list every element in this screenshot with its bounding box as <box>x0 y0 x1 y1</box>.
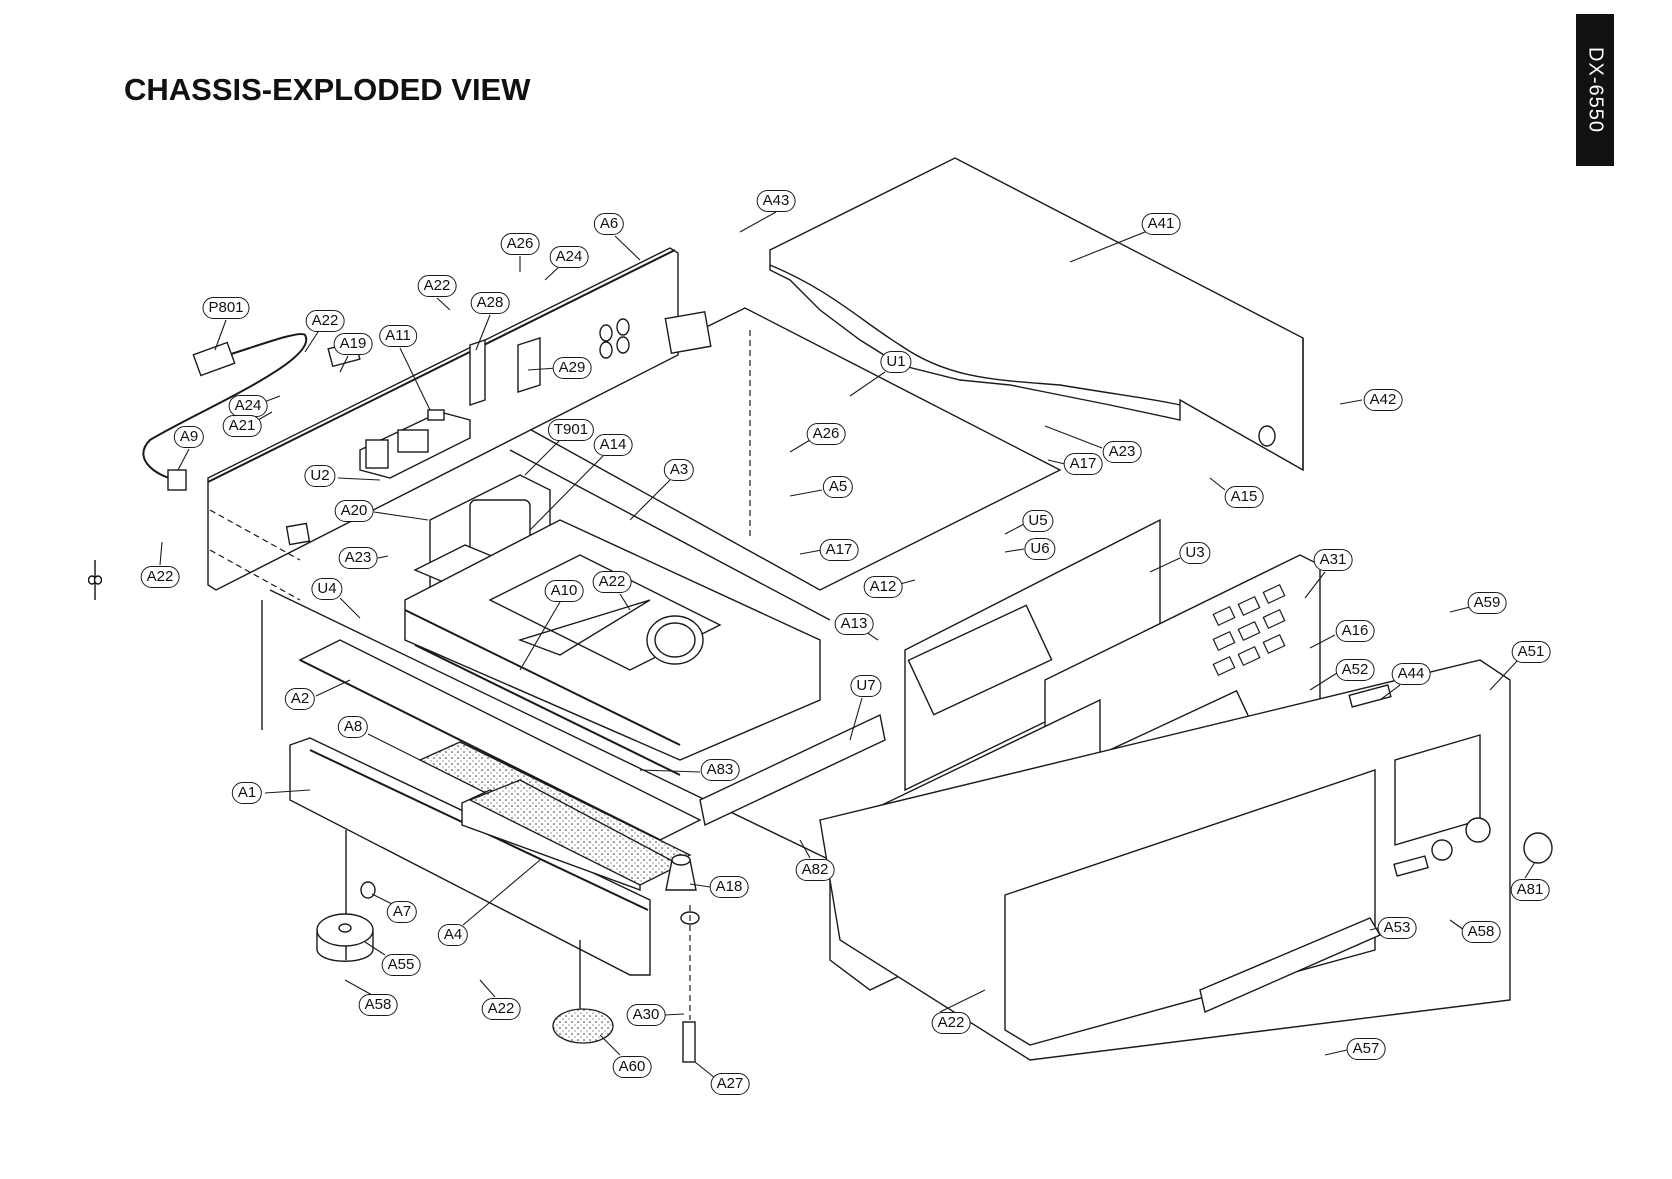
part-callout-a28: A28 <box>470 292 510 314</box>
part-callout-a24a: A24 <box>549 246 589 268</box>
part-callout-a41: A41 <box>1141 213 1181 235</box>
spindle-a18 <box>665 854 700 1063</box>
pcb-u7 <box>699 713 886 827</box>
part-callout-u5: U5 <box>1022 510 1054 532</box>
part-callout-a11: A11 <box>379 325 417 347</box>
part-callout-u1: U1 <box>880 351 912 373</box>
part-callout-a22a: A22 <box>417 275 457 297</box>
part-callout-p801: P801 <box>202 297 250 319</box>
part-callout-a15: A15 <box>1224 486 1264 508</box>
top-cover-a41 <box>769 157 1304 472</box>
power-cord-p801 <box>142 333 308 491</box>
foot-a55 <box>316 913 374 962</box>
part-callout-a58b: A58 <box>358 994 398 1016</box>
part-callout-a2: A2 <box>284 688 316 710</box>
part-callout-a27: A27 <box>710 1073 750 1095</box>
part-callout-u4: U4 <box>311 578 343 600</box>
part-callout-a42: A42 <box>1363 389 1403 411</box>
part-callout-u6: U6 <box>1024 538 1056 560</box>
part-callout-a12: A12 <box>863 576 903 598</box>
part-callout-a57: A57 <box>1346 1038 1386 1060</box>
part-callout-a30: A30 <box>626 1004 666 1026</box>
part-callout-a31: A31 <box>1313 549 1353 571</box>
part-callout-a21: A21 <box>222 415 262 437</box>
part-callout-u7: U7 <box>850 675 882 697</box>
part-callout-a81: A81 <box>1510 879 1550 901</box>
part-callout-a23a: A23 <box>1102 441 1142 463</box>
registration-mark-icon <box>88 560 102 600</box>
page-title: CHASSIS-EXPLODED VIEW <box>124 72 531 107</box>
part-callout-a43: A43 <box>756 190 796 212</box>
part-callout-a20: A20 <box>334 500 374 522</box>
part-callout-a51: A51 <box>1511 641 1551 663</box>
part-callout-a13: A13 <box>834 613 874 635</box>
part-callout-a23b: A23 <box>338 547 378 569</box>
part-callout-a59: A59 <box>1467 592 1507 614</box>
part-callout-a52: A52 <box>1335 659 1375 681</box>
part-callout-a60: A60 <box>612 1056 652 1078</box>
bottom-plate <box>289 737 692 1010</box>
part-callout-a8: A8 <box>337 716 369 738</box>
brackets <box>469 337 541 406</box>
part-callout-a26a: A26 <box>500 233 540 255</box>
part-callout-a5: A5 <box>822 476 854 498</box>
part-callout-a53: A53 <box>1377 917 1417 939</box>
part-callout-a82: A82 <box>795 859 835 881</box>
part-callout-a9: A9 <box>173 426 205 448</box>
chassis-base <box>269 449 831 861</box>
part-callout-u3: U3 <box>1179 542 1211 564</box>
part-callout-a1: A1 <box>231 782 263 804</box>
washer-a7 <box>360 881 376 899</box>
part-callout-a19: A19 <box>333 333 373 355</box>
part-callout-a17a: A17 <box>1063 453 1103 475</box>
part-callout-a55: A55 <box>381 954 421 976</box>
part-callout-a24b: A24 <box>228 395 268 417</box>
front-panel-a51 <box>819 659 1553 1061</box>
part-callout-a18: A18 <box>709 876 749 898</box>
part-callout-a22c: A22 <box>140 566 180 588</box>
part-callout-a22b: A22 <box>305 310 345 332</box>
part-callout-a58a: A58 <box>1461 921 1501 943</box>
foot-a60 <box>552 1008 614 1044</box>
part-callout-a22f: A22 <box>481 998 521 1020</box>
part-callout-a3: A3 <box>663 459 695 481</box>
part-callout-a6: A6 <box>593 213 625 235</box>
part-callout-t901: T901 <box>547 419 595 441</box>
part-callout-a4: A4 <box>437 924 469 946</box>
part-callout-a10: A10 <box>544 580 584 602</box>
part-callout-a7: A7 <box>386 901 418 923</box>
part-callout-a22d: A22 <box>592 571 632 593</box>
leader-lines <box>159 211 1536 1079</box>
part-callout-a22e: A22 <box>931 1012 971 1034</box>
part-callout-a14: A14 <box>593 434 633 456</box>
part-callout-a44: A44 <box>1391 663 1431 685</box>
part-callout-a16: A16 <box>1335 620 1375 642</box>
model-tab: DX-6550 <box>1576 14 1614 166</box>
part-callout-a26b: A26 <box>806 423 846 445</box>
part-callout-a29: A29 <box>552 357 592 379</box>
part-callout-a83: A83 <box>700 759 740 781</box>
part-callout-a17b: A17 <box>819 539 859 561</box>
part-callout-u2: U2 <box>304 465 336 487</box>
